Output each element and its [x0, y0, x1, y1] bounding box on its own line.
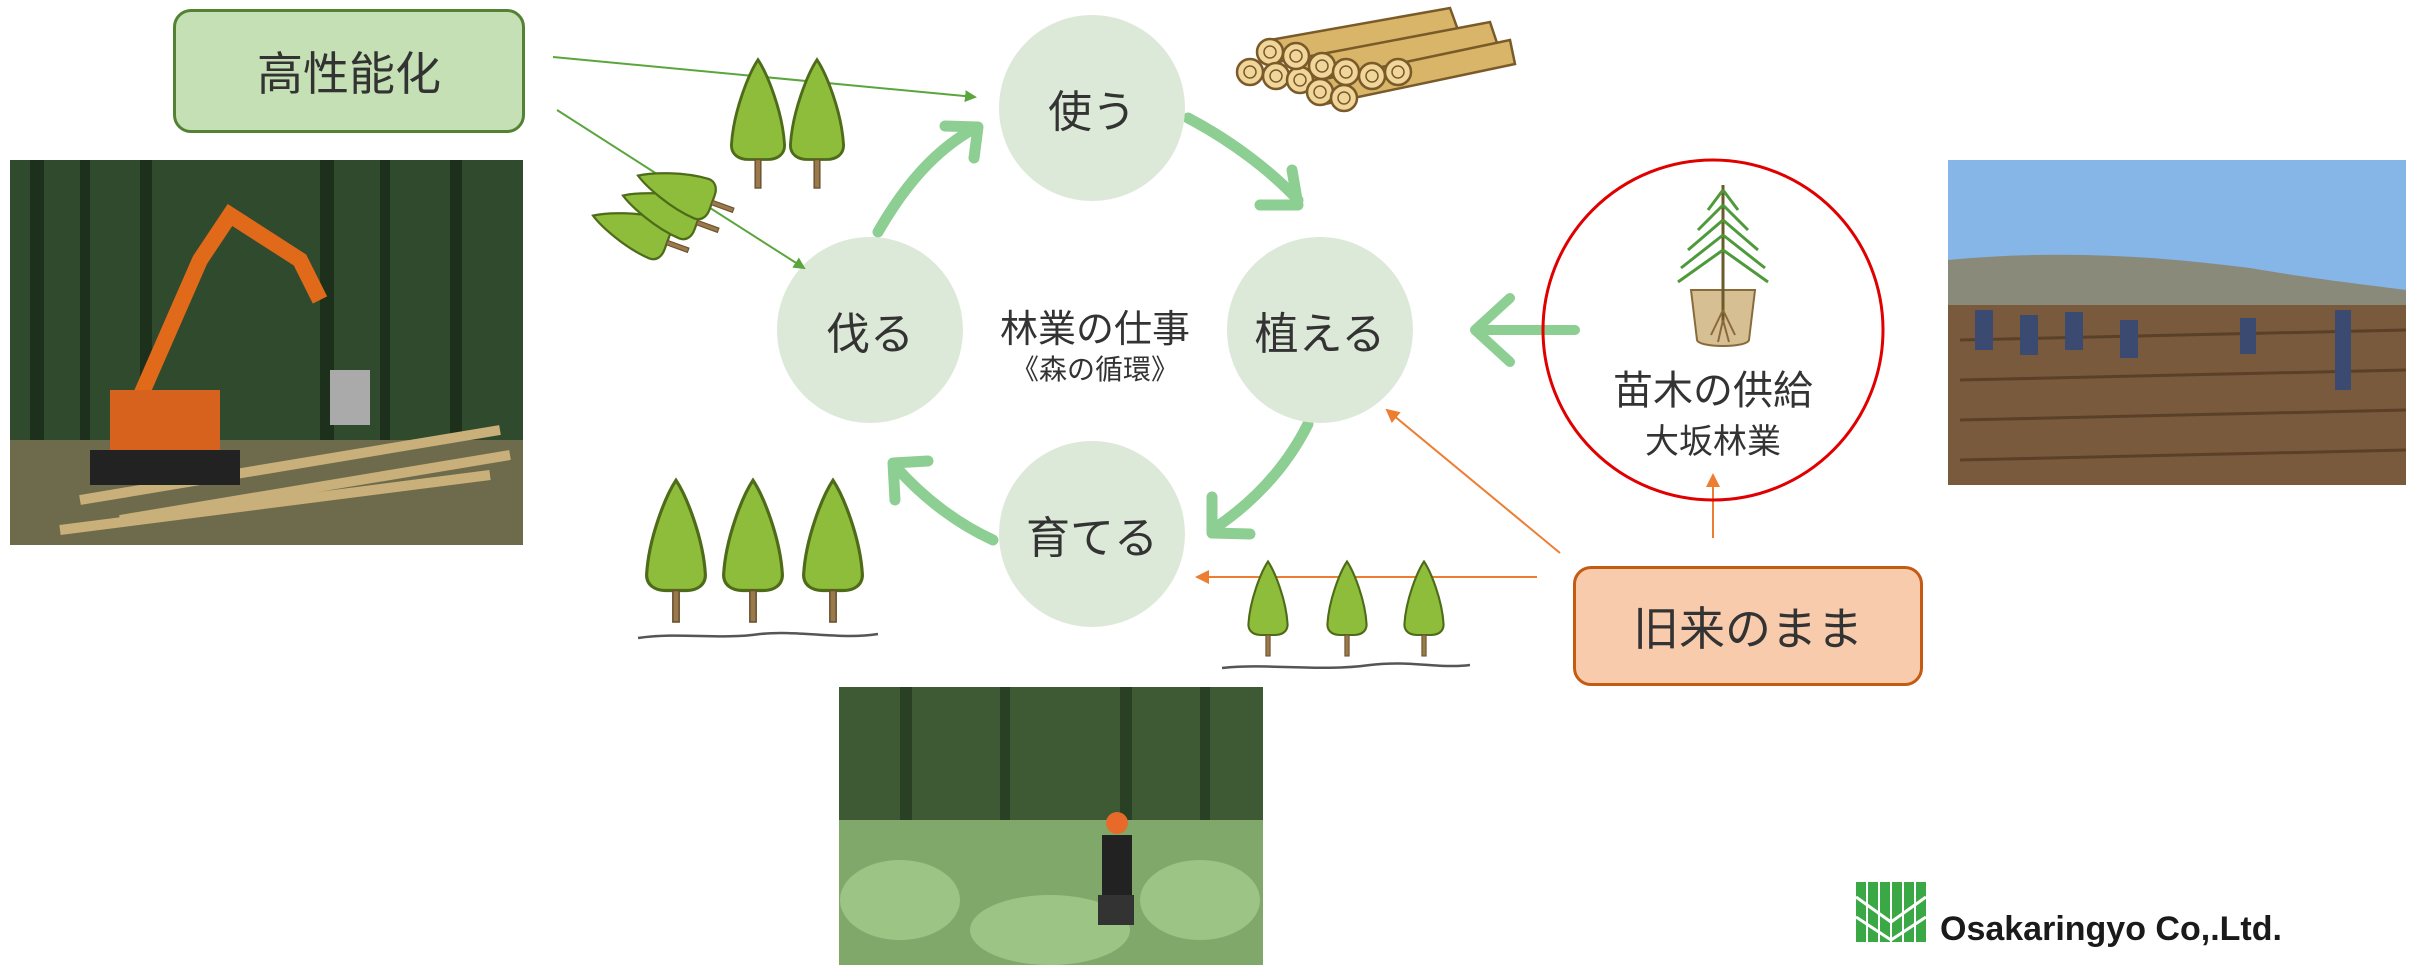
supply-company: 大坂林業 — [1645, 422, 1781, 462]
photo-harvester — [10, 160, 523, 545]
supply-to-plant-arrow — [1470, 293, 1580, 367]
stage-label-raise: 育てる — [1026, 513, 1158, 564]
arrow-cut-to-use — [872, 122, 981, 238]
as-before-box: 旧来のまま — [1573, 566, 1923, 686]
arrowhead-use — [939, 120, 984, 164]
high-performance-box: 高性能化 — [173, 9, 525, 133]
stage-label-plant: 植える — [1254, 309, 1386, 360]
stage-circle-raise — [999, 441, 1185, 627]
logo-icon — [1855, 882, 1927, 942]
supply-title: 苗木の供給 — [1613, 368, 1813, 414]
stage-label-cut: 伐る — [826, 309, 914, 360]
arrow-raise-to-cut — [889, 460, 999, 546]
photo-planting-field — [1948, 160, 2407, 485]
log-pile-icon — [1235, 6, 1517, 113]
tree-icon — [637, 478, 879, 640]
company-logo-text: Osakaringyo Co,.Ltd. — [1940, 910, 2282, 948]
cycle-center-subtitle: 《森の循環》 — [1010, 353, 1179, 386]
arrow-plant-to-raise — [1206, 418, 1314, 536]
stage-circle-plant — [1227, 237, 1413, 423]
cycle-arrows — [872, 112, 1314, 546]
seedling-pot-icon — [1677, 185, 1769, 347]
arrowhead-cut — [887, 455, 934, 506]
arrowhead-plant — [1254, 164, 1304, 211]
supply-ring — [1541, 158, 1885, 502]
stage-label-use: 使う — [1048, 87, 1136, 138]
photo-weeding — [839, 687, 1263, 965]
stage-circle-cut — [777, 237, 963, 423]
stage-circle-use — [999, 15, 1185, 201]
arrow-use-to-plant — [1182, 112, 1304, 206]
arrowhead-raise — [1206, 491, 1256, 540]
cycle-center-title: 林業の仕事 — [999, 307, 1190, 351]
tree-icon — [1221, 560, 1471, 670]
arrow-old-to-plant — [1385, 408, 1561, 554]
